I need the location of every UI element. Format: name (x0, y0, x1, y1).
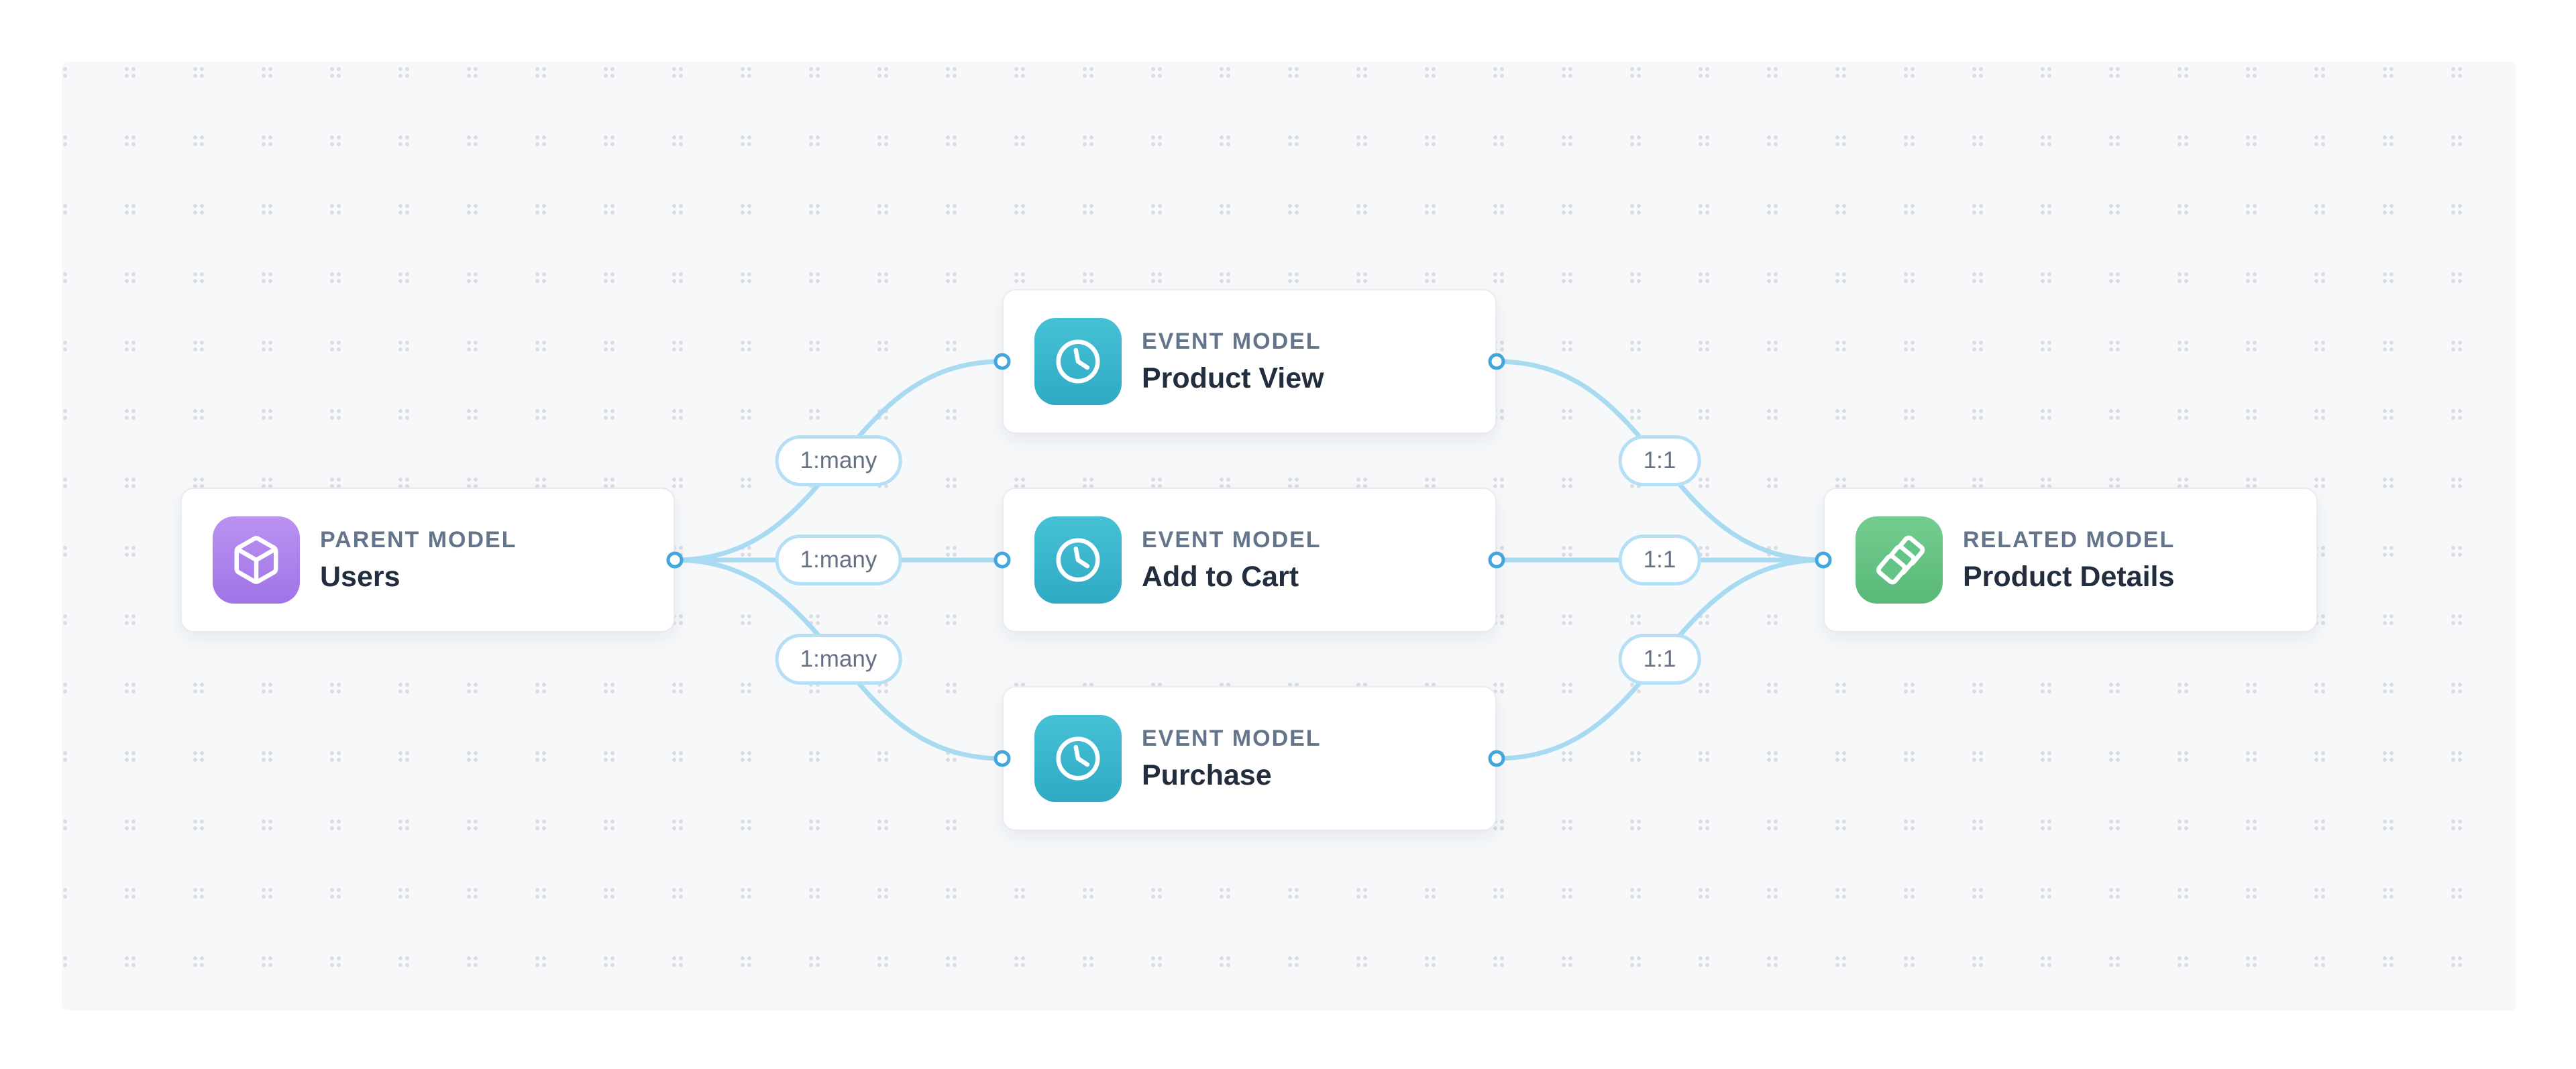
node-name: Users (320, 560, 400, 593)
node-add-to-cart[interactable]: EVENT MODEL Add to Cart (1002, 488, 1497, 632)
handle-purchase-in[interactable] (994, 750, 1011, 767)
edge-label-users-add-to-cart[interactable]: 1:many (775, 534, 902, 585)
clock-icon (1034, 516, 1122, 604)
node-name: Add to Cart (1142, 560, 1299, 593)
edge-label-product-view-details[interactable]: 1:1 (1618, 435, 1701, 486)
node-product-details[interactable]: RELATED MODEL Product Details (1823, 488, 2318, 632)
node-type-label: EVENT MODEL (1142, 725, 1322, 751)
node-type-label: EVENT MODEL (1142, 328, 1322, 354)
handle-purchase-out[interactable] (1488, 750, 1505, 767)
handle-add-to-cart-in[interactable] (994, 551, 1011, 569)
node-name: Product View (1142, 361, 1324, 394)
handle-add-to-cart-out[interactable] (1488, 551, 1505, 569)
edge-label-users-purchase[interactable]: 1:many (775, 634, 902, 685)
cube-icon (213, 516, 300, 604)
node-type-label: EVENT MODEL (1142, 526, 1322, 553)
node-type-label: RELATED MODEL (1963, 526, 2176, 553)
node-users[interactable]: PARENT MODEL Users (180, 488, 675, 632)
node-product-view[interactable]: EVENT MODEL Product View (1002, 289, 1497, 434)
clock-icon (1034, 715, 1122, 802)
node-type-label: PARENT MODEL (320, 526, 517, 553)
clock-icon (1034, 318, 1122, 405)
node-name: Purchase (1142, 758, 1272, 791)
edge-label-add-to-cart-details[interactable]: 1:1 (1618, 534, 1701, 585)
node-purchase[interactable]: EVENT MODEL Purchase (1002, 686, 1497, 831)
handle-product-view-in[interactable] (994, 353, 1011, 370)
node-name: Product Details (1963, 560, 2175, 593)
handle-product-details-in[interactable] (1815, 551, 1832, 569)
layers-icon (1856, 516, 1943, 604)
handle-product-view-out[interactable] (1488, 353, 1505, 370)
edge-label-purchase-details[interactable]: 1:1 (1618, 634, 1701, 685)
edge-label-users-product-view[interactable]: 1:many (775, 435, 902, 486)
handle-users-out[interactable] (666, 551, 684, 569)
